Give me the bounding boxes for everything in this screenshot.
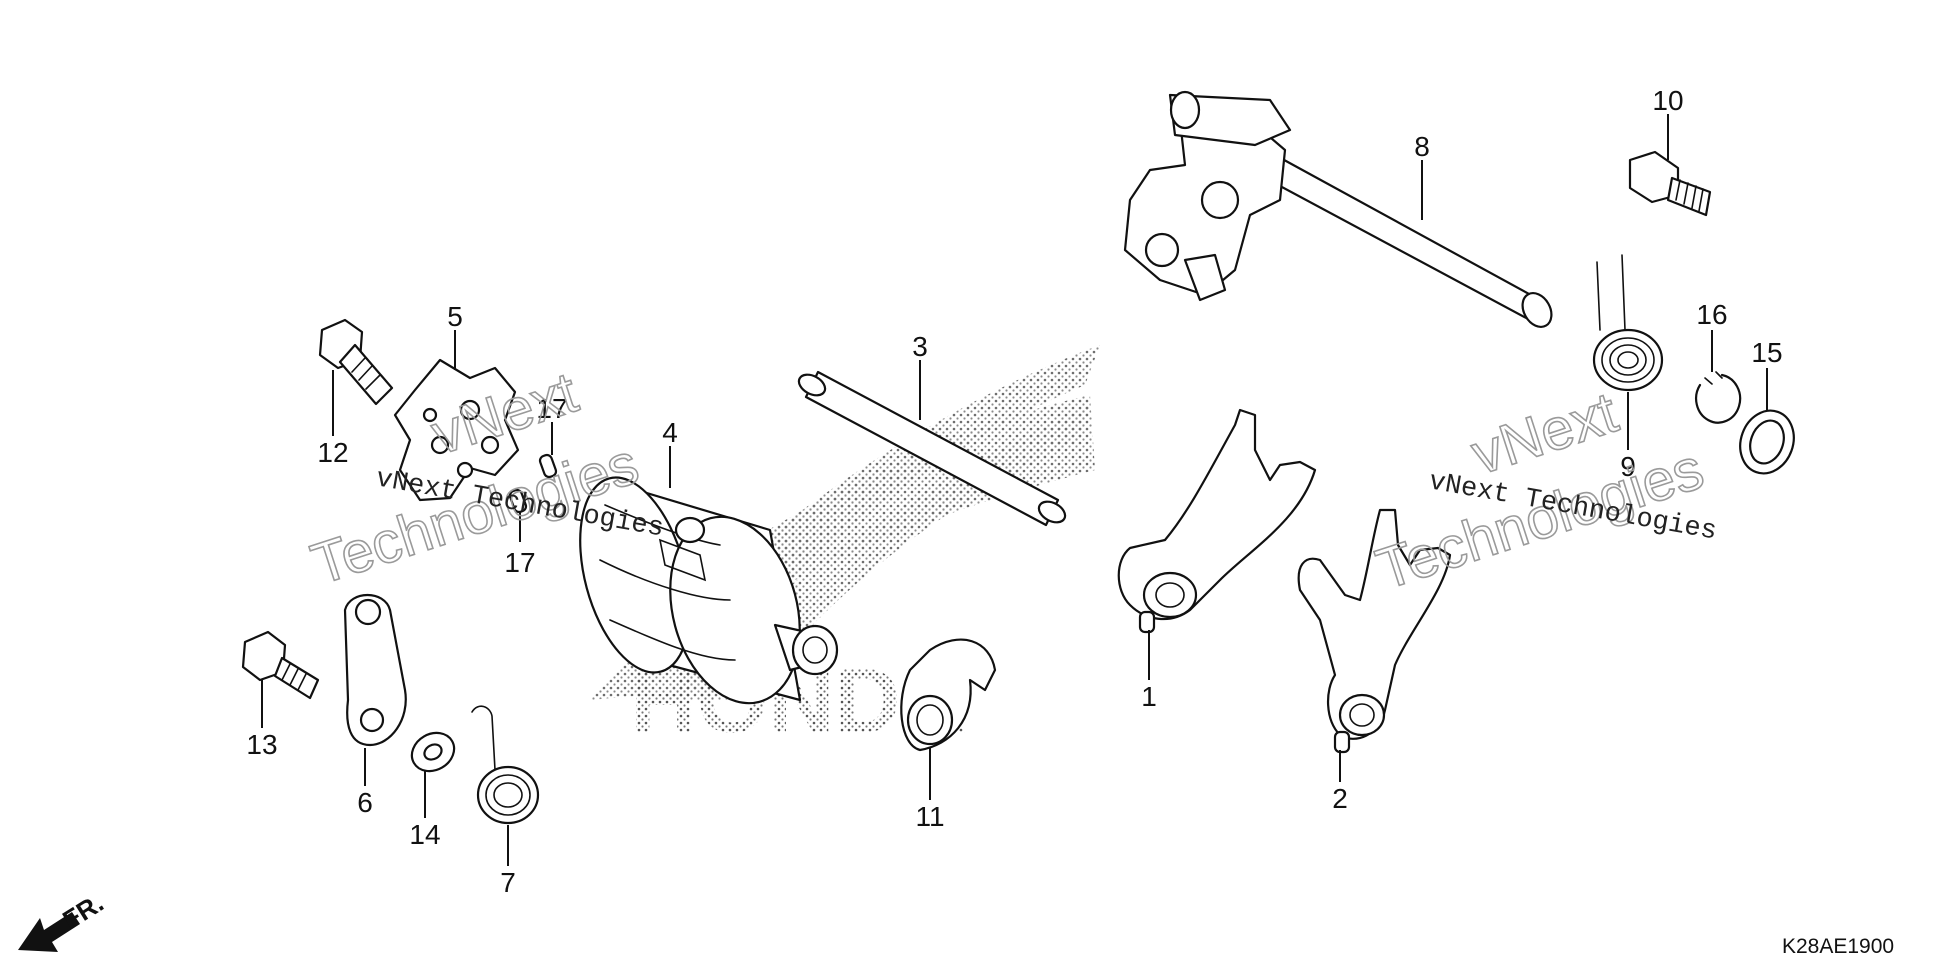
- part-3-fork-shaft[interactable]: [795, 370, 1068, 527]
- front-arrow-icon: [18, 912, 80, 952]
- callout-6[interactable]: 6: [357, 787, 373, 818]
- callout-10[interactable]: 10: [1652, 85, 1683, 116]
- callout-17-lower[interactable]: 17: [504, 547, 535, 578]
- part-11-plate[interactable]: [900, 638, 997, 752]
- part-10-bolt[interactable]: [1628, 150, 1712, 217]
- callout-16[interactable]: 16: [1696, 299, 1727, 330]
- part-13-bolt[interactable]: [241, 630, 320, 700]
- part-17-pin-upper[interactable]: [538, 453, 558, 479]
- callout-8[interactable]: 8: [1414, 131, 1430, 162]
- part-17-pin-lower[interactable]: [508, 488, 528, 514]
- callout-9[interactable]: 9: [1620, 451, 1636, 482]
- part-15-washer[interactable]: [1732, 403, 1803, 481]
- callout-5[interactable]: 5: [447, 301, 463, 332]
- part-16-circlip[interactable]: [1695, 371, 1742, 424]
- part-4-shift-drum[interactable]: [561, 465, 839, 717]
- part-5-stopper-plate[interactable]: [393, 358, 520, 502]
- callout-4[interactable]: 4: [662, 417, 678, 448]
- callout-3[interactable]: 3: [912, 331, 928, 362]
- part-14-washer[interactable]: [405, 725, 461, 778]
- callout-14[interactable]: 14: [409, 819, 440, 850]
- part-9-spring[interactable]: [1592, 254, 1664, 392]
- part-12-bolt[interactable]: [318, 318, 394, 406]
- part-6-stopper-arm[interactable]: [343, 594, 407, 747]
- callout-labels: 1 2 3 4 5 6 7 8 9 10 11 12 13 14 15 16 1…: [246, 85, 1782, 898]
- part-1-shift-fork[interactable]: [1117, 408, 1317, 634]
- callout-15[interactable]: 15: [1751, 337, 1782, 368]
- part-2-shift-fork[interactable]: [1297, 508, 1452, 754]
- callout-2[interactable]: 2: [1332, 783, 1348, 814]
- callout-13[interactable]: 13: [246, 729, 277, 760]
- callout-12[interactable]: 12: [317, 437, 348, 468]
- drawing-code: K28AE1900: [1782, 935, 1894, 958]
- part-7-spring[interactable]: [471, 705, 540, 825]
- vnext-watermark-right: vNext Technologies vNext Technologies: [1368, 379, 1719, 603]
- leader-lines: [261, 114, 1768, 866]
- callout-17-upper[interactable]: 17: [536, 393, 567, 424]
- callout-1[interactable]: 1: [1141, 681, 1157, 712]
- front-direction-indicator: FR.: [18, 887, 109, 952]
- callout-7[interactable]: 7: [500, 867, 516, 898]
- part-8-shift-shaft[interactable]: [1123, 90, 1557, 332]
- callout-11[interactable]: 11: [915, 801, 944, 832]
